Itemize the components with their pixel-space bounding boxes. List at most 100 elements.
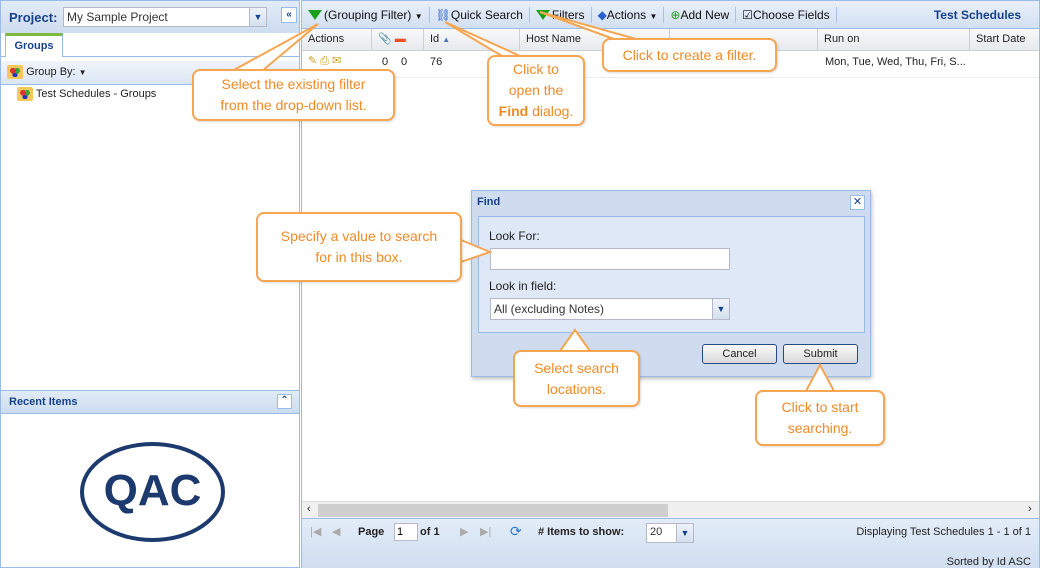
expand-up-icon[interactable]: ⌃ (277, 394, 292, 409)
qac-logo: QAC (80, 442, 225, 542)
refresh-icon[interactable]: ⟳ (510, 523, 522, 539)
dialog-title: Find (477, 196, 501, 208)
look-in-select[interactable]: All (excluding Notes) ▼ (490, 298, 730, 320)
add-new-label: Add New (680, 7, 730, 22)
column-id-label: Id (430, 33, 440, 45)
callout-text: Click to (513, 61, 559, 77)
project-value: My Sample Project (67, 10, 168, 24)
collapse-panel-button[interactable]: « (281, 7, 297, 23)
sort-status: Sorted by Id ASC (946, 556, 1031, 568)
cell-attachments: 0 (382, 56, 389, 68)
tab-bar: Groups (1, 33, 299, 57)
page-label: Page (358, 526, 385, 538)
grouping-filter-button[interactable]: (Grouping Filter) ▼ (308, 8, 423, 22)
callout-text: open the (508, 82, 564, 98)
row-action-icons[interactable]: ✎ ⎙ ✉ (308, 55, 342, 67)
scroll-right-icon[interactable]: › (1028, 503, 1032, 515)
choose-fields-label: Choose Fields (752, 7, 830, 22)
project-label: Project: (9, 10, 58, 25)
choose-fields-button[interactable]: ☑Choose Fields (742, 8, 829, 22)
filter-icon (308, 10, 322, 21)
first-page-icon[interactable]: |◀ (310, 526, 322, 538)
items-to-show-value: 20 (650, 526, 663, 538)
last-page-icon[interactable]: ▶| (480, 526, 492, 538)
tree-item-label: Test Schedules - Groups (35, 87, 157, 100)
project-header: Project: My Sample Project ▼ « (1, 1, 299, 33)
column-attachments-comments[interactable]: 📎 ▬ (372, 29, 424, 51)
look-in-label: Look in field: (489, 279, 557, 293)
callout-text: Click to start (781, 399, 859, 415)
row-divider (302, 77, 1039, 78)
binoculars-icon: ⛓ (435, 7, 451, 22)
project-select[interactable]: My Sample Project ▼ (63, 7, 267, 27)
prev-page-icon[interactable]: ◀ (332, 526, 341, 538)
next-page-icon[interactable]: ▶ (460, 526, 469, 538)
actions-button[interactable]: ◆Actions ▼ (598, 8, 658, 22)
separator (590, 6, 592, 23)
filters-label: Filters (551, 7, 585, 22)
submit-button[interactable]: Submit (783, 344, 858, 364)
look-for-label: Look For: (489, 229, 540, 243)
dropdown-arrow-icon: ▼ (649, 11, 658, 21)
callout-text: Select search (534, 359, 619, 376)
comment-icon: ▬ (394, 33, 406, 45)
groups-folder-icon (17, 87, 33, 101)
page-input[interactable] (394, 523, 418, 541)
page-count: of 1 (420, 526, 440, 538)
group-by-label: Group By: (26, 65, 76, 78)
look-for-input[interactable] (490, 248, 730, 270)
callout-text: dialog. (532, 103, 574, 119)
callout-look-for: Specify a value to search for in this box… (256, 212, 462, 282)
column-id[interactable]: Id ▲ (424, 29, 520, 51)
add-new-button[interactable]: ⊕Add New (670, 8, 729, 22)
dropdown-arrow-icon: ▼ (78, 67, 87, 77)
find-dialog: Find ✕ Look For: Look in field: All (exc… (471, 190, 871, 377)
actions-icon: ◆ (597, 7, 607, 22)
chevron-down-icon[interactable]: ▼ (676, 524, 693, 542)
callout-text: for in this box. (315, 249, 403, 265)
tree-item[interactable]: Test Schedules - Groups (17, 87, 156, 101)
pager: |◀ ◀ Page of 1 ▶ ▶| ⟳ # Items to show: 2… (302, 518, 1039, 568)
column-run-on[interactable]: Run on (818, 29, 970, 51)
column-start-date[interactable]: Start Date (976, 33, 1026, 45)
scroll-left-icon[interactable]: ‹ (307, 503, 311, 515)
chevron-down-icon[interactable]: ▼ (712, 299, 729, 319)
callout-submit: Click to start searching. (755, 390, 885, 446)
cancel-button[interactable]: Cancel (702, 344, 777, 364)
callout-text-bold: Find (498, 103, 529, 119)
recent-items-header: Recent Items ⌃ (1, 390, 299, 414)
separator (835, 6, 837, 23)
quick-search-button[interactable]: ⛓Quick Search (436, 8, 523, 22)
scroll-thumb[interactable] (318, 504, 668, 517)
callout-text: Select the existing filter (221, 76, 366, 92)
horizontal-scrollbar[interactable]: ‹ › (302, 501, 1039, 518)
add-icon: ⊕ (670, 7, 681, 22)
groups-folder-icon (7, 65, 23, 79)
chevron-down-icon[interactable]: ▼ (249, 8, 266, 26)
callout-text: searching. (787, 420, 853, 436)
displaying-status: Displaying Test Schedules 1 - 1 of 1 (856, 526, 1031, 538)
grid-title: Test Schedules (933, 7, 1021, 22)
items-to-show-select[interactable]: 20 ▼ (646, 523, 694, 543)
filters-button[interactable]: Filters (535, 7, 585, 22)
items-to-show-label: # Items to show: (538, 526, 625, 538)
cell-comments: 0 (401, 56, 408, 68)
separator (663, 6, 665, 23)
separator (428, 6, 430, 23)
filter-icon (535, 10, 550, 21)
sort-asc-icon: ▲ (442, 35, 451, 44)
column-actions[interactable]: Actions (302, 29, 372, 51)
quick-search-label: Quick Search (450, 7, 523, 22)
actions-label: Actions (606, 7, 647, 22)
separator (735, 6, 737, 23)
callout-text: from the drop-down list. (220, 97, 367, 113)
callout-text: Specify a value to search (280, 228, 438, 244)
close-icon[interactable]: ✕ (850, 195, 865, 210)
group-by-button[interactable]: Group By: ▼ (7, 65, 87, 79)
tab-groups[interactable]: Groups (5, 33, 63, 57)
choose-fields-icon: ☑ (742, 7, 753, 22)
separator (528, 6, 530, 23)
column-blank[interactable] (670, 29, 818, 51)
